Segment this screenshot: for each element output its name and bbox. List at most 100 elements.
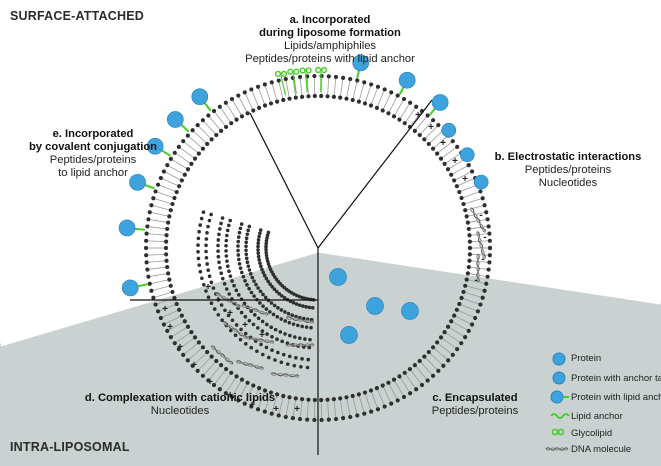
complex-lipid-head <box>276 350 280 355</box>
lipid-head-inner <box>430 146 436 151</box>
lipid-head-outer <box>487 253 492 258</box>
complex-lipid-head <box>272 287 277 292</box>
lipid-head-inner <box>374 105 380 110</box>
complex-lipid-head <box>201 210 206 214</box>
lipid-head-outer <box>185 358 190 363</box>
lipid-tail <box>405 108 416 122</box>
lipid-head-inner <box>397 117 402 122</box>
complex-lipid-head <box>258 231 262 236</box>
proteins <box>118 54 489 344</box>
complex-lipid-head <box>249 345 254 350</box>
complex-lipid-head <box>264 276 269 281</box>
lipid-tail <box>405 374 416 388</box>
complex-lipid-head <box>258 289 263 294</box>
lipid-tail <box>162 178 178 186</box>
lipid-tail <box>226 377 236 392</box>
complex-lipid-head <box>268 282 272 286</box>
glycolipid-tail <box>304 72 308 93</box>
lipid-head-inner <box>438 335 444 340</box>
complex-lipid-head <box>196 243 200 247</box>
lipid-head-inner <box>356 99 361 104</box>
lipid-head-inner <box>362 101 368 106</box>
complex-lipid-head <box>200 276 204 281</box>
lipid-tail <box>452 321 468 331</box>
encapsulated-protein <box>401 302 419 320</box>
complex-lipid-head <box>209 280 214 285</box>
lipid-head-inner <box>239 377 245 382</box>
lipid-head-inner <box>200 345 206 350</box>
dna-strand <box>476 231 485 259</box>
lipid-head-inner <box>293 396 298 401</box>
lipid-head-inner <box>412 128 417 133</box>
section-d-label: d. Complexation with cationic lipids Nuc… <box>60 392 300 418</box>
legend-glycolipid-icon <box>551 428 559 436</box>
lipid-head-inner <box>454 184 459 189</box>
complex-lipid-head <box>270 334 274 339</box>
lipid-head-inner <box>229 370 234 375</box>
lipid-head-outer <box>355 413 360 418</box>
lipid-head-inner <box>386 380 391 385</box>
complex-lipid-head <box>287 354 292 359</box>
lipid-tail <box>458 178 474 186</box>
lipid-head-outer <box>473 315 478 321</box>
lipid-head-outer <box>480 196 485 201</box>
plus-charge: + <box>227 390 233 401</box>
complex-lipid-head <box>246 228 250 233</box>
lipid-head-outer <box>262 82 267 87</box>
lipid-head-outer <box>455 346 460 352</box>
lipid-tail <box>365 86 371 102</box>
complex-lipid-head <box>198 223 203 227</box>
lipid-head-outer <box>305 417 310 422</box>
lipid-head-inner <box>306 397 311 402</box>
complex-lipid-head <box>249 290 254 295</box>
complex-lipid-head <box>258 261 262 265</box>
lipid-head-outer <box>450 139 455 144</box>
glycolipid-sugar <box>293 68 300 75</box>
lipid-tail <box>193 353 207 365</box>
lipid-head-outer <box>480 295 485 300</box>
lipid-tail <box>189 136 202 148</box>
plus-charge: + <box>207 377 213 388</box>
lipid-tail <box>346 80 351 97</box>
lipid-head-outer <box>255 407 261 412</box>
lipid-head-outer <box>223 391 228 396</box>
complex-lipid-head <box>240 270 244 275</box>
lipid-head-inner <box>467 239 472 244</box>
lipid-tail <box>176 332 190 343</box>
complex-lipid-head <box>280 339 284 344</box>
lipid-head-inner <box>391 114 397 119</box>
complex-lipid-head <box>239 327 243 332</box>
lipid-tail <box>434 348 447 360</box>
lipid-head-outer <box>348 76 353 82</box>
lipid-tail <box>271 84 277 100</box>
section-b-line-2: Nucleotides <box>538 177 598 189</box>
legend-label-protein: Protein <box>571 353 602 364</box>
complex-lipid-head <box>283 332 287 336</box>
lipid-tail <box>446 153 460 164</box>
lipid-head-inner <box>350 97 355 103</box>
section-c-line-1: Peptides/proteins <box>431 405 519 417</box>
lipid-head-outer <box>486 267 491 272</box>
lipid-head-inner <box>463 208 468 213</box>
legend-anchor-tag-icon <box>552 371 566 385</box>
lipid-tail <box>410 112 422 126</box>
complex-lipid-head <box>265 236 269 240</box>
complex-lipid-head <box>232 283 236 288</box>
plus-charge: + <box>440 138 446 149</box>
lipid-head-inner <box>275 99 280 104</box>
lipid-head-outer <box>153 302 158 307</box>
complex-lipid-head <box>264 307 269 311</box>
lipid-head-inner <box>449 172 454 177</box>
lipid-head-inner <box>287 395 292 400</box>
complex-lipid-head <box>225 233 229 238</box>
complex-lipid-head <box>294 314 298 319</box>
complex-lipid-head <box>283 310 287 314</box>
lipid-tail <box>383 387 391 402</box>
lipid-head-inner <box>312 93 317 99</box>
lipid-head-outer <box>395 398 400 403</box>
protein-with-lipid-anchor <box>398 71 416 89</box>
complex-lipid-head <box>223 308 227 313</box>
complex-lipid-head <box>304 325 309 329</box>
lipid-tail <box>452 165 468 175</box>
complex-lipid-head <box>245 283 249 287</box>
